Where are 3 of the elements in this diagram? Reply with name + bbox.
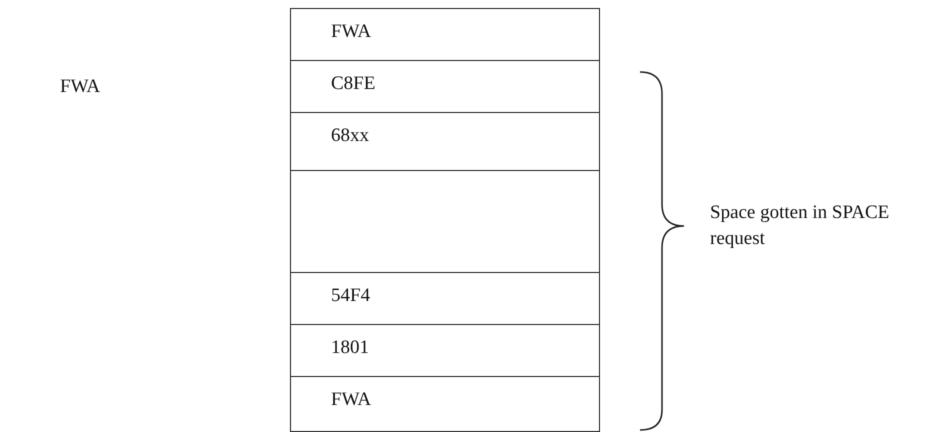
address-label: FWA <box>60 75 102 99</box>
memory-cell: FWA <box>290 376 600 432</box>
bracket-note: Space gotten in SPACE request <box>710 201 890 251</box>
